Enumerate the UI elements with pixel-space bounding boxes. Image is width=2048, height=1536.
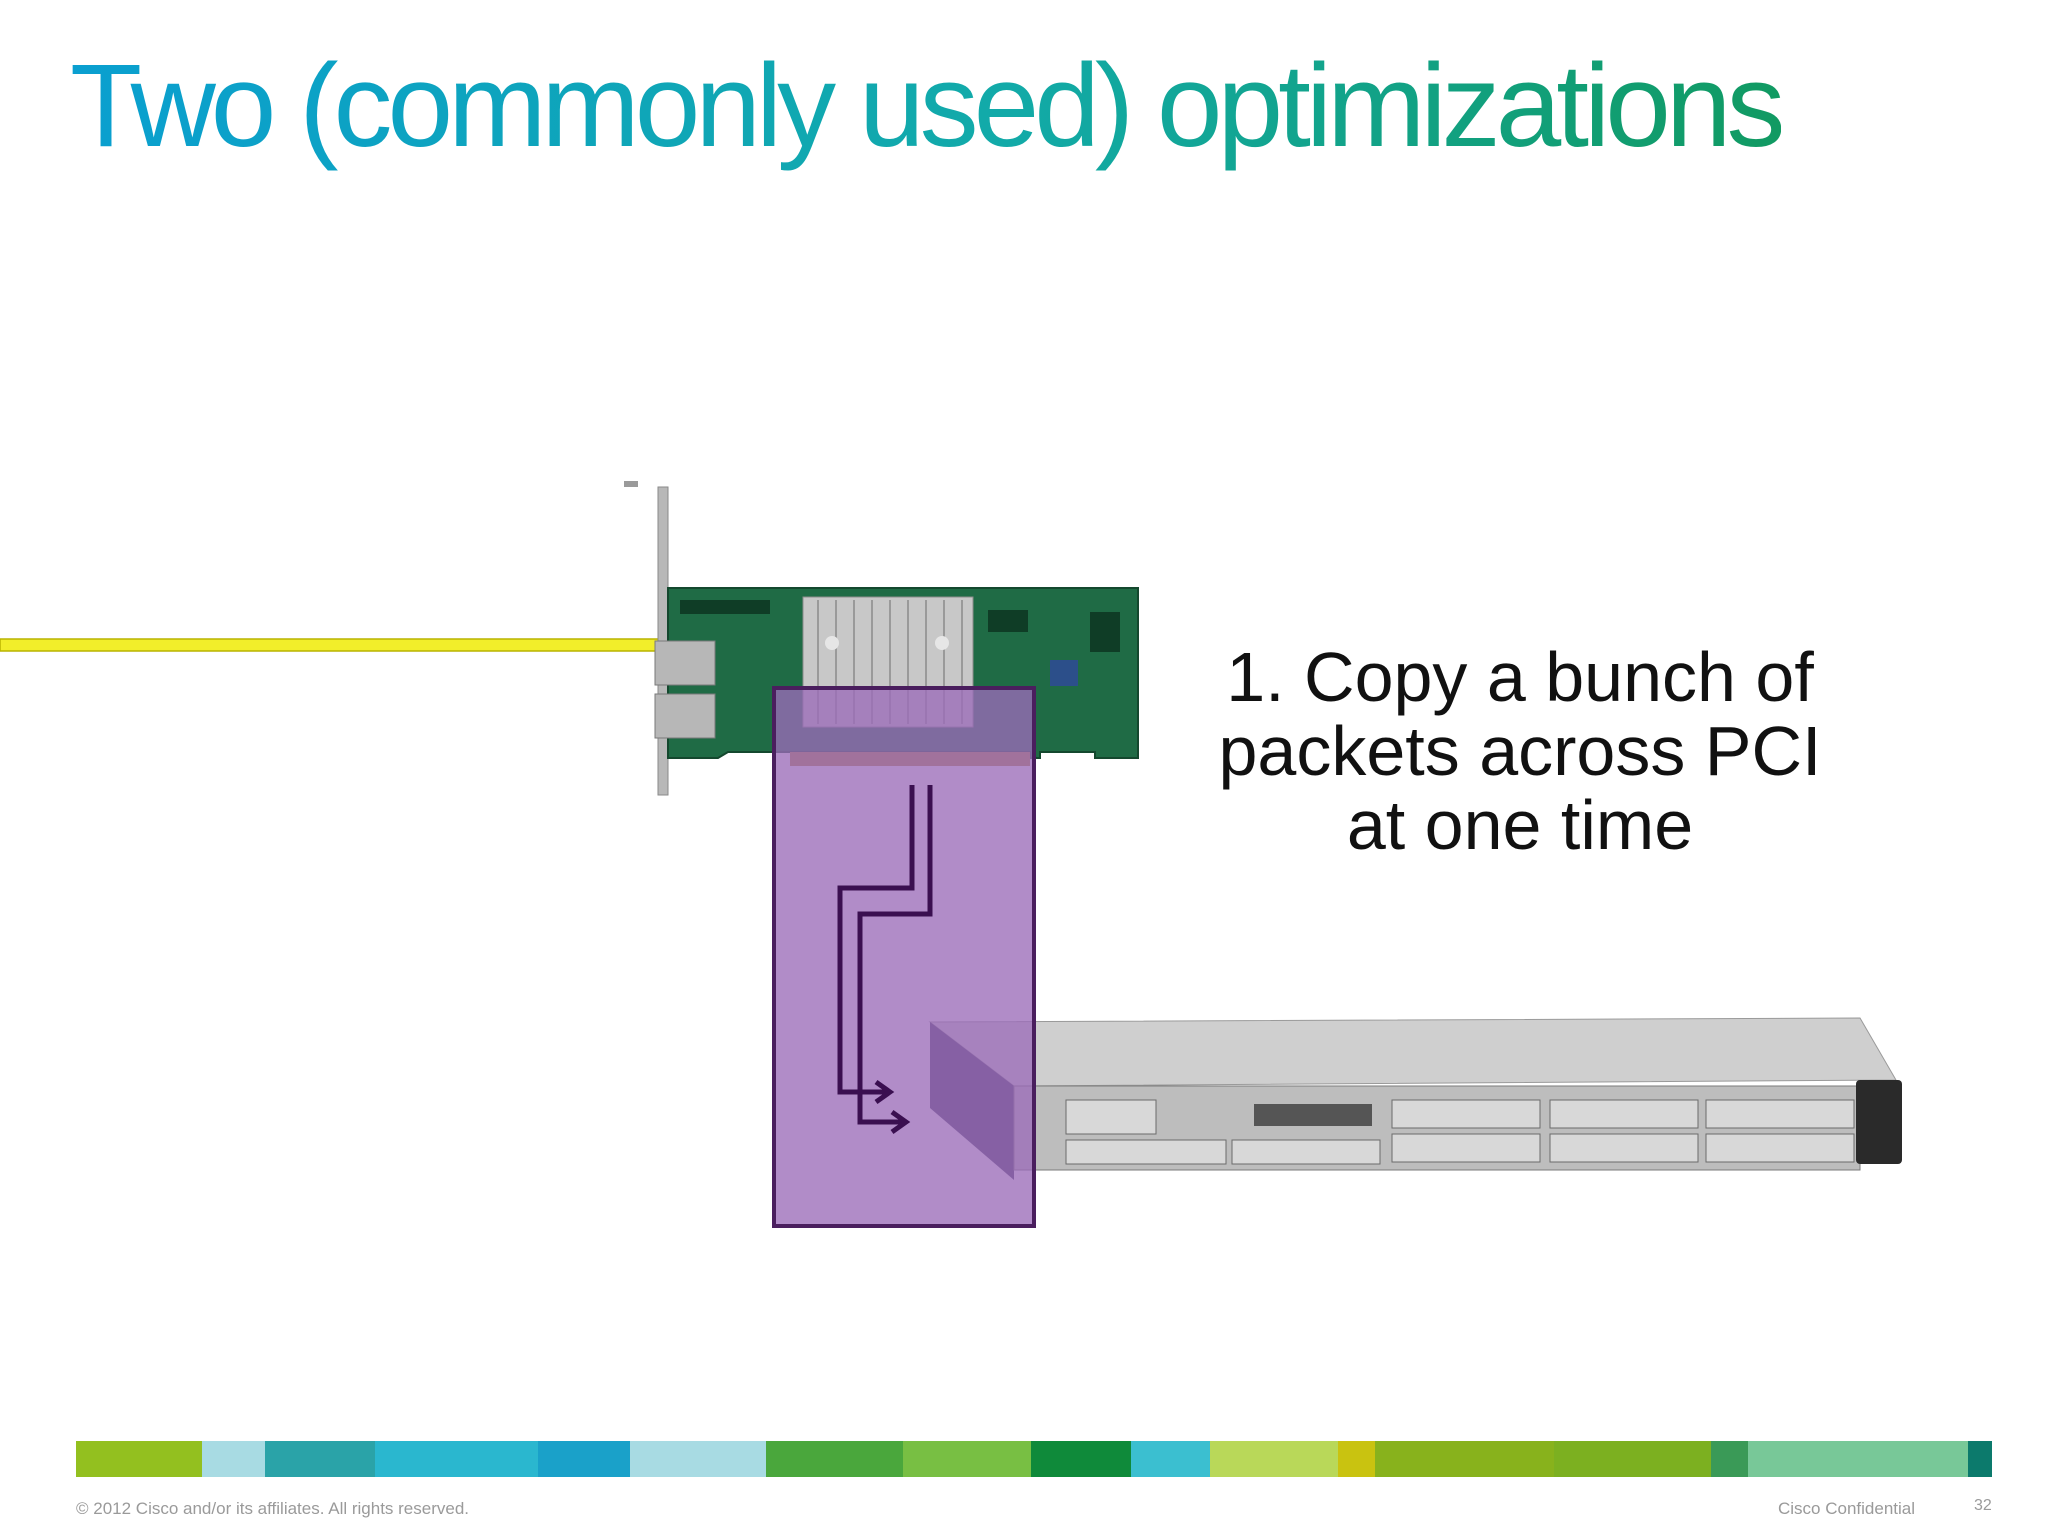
pci-transfer-arrows xyxy=(837,785,933,1135)
band-segment xyxy=(1968,1441,1993,1477)
band-segment xyxy=(537,1441,630,1477)
callout-text: 1. Copy a bunch of packets across PCI at… xyxy=(1200,640,1840,862)
band-segment xyxy=(629,1441,767,1477)
band-segment xyxy=(1553,1441,1712,1477)
confidential-label: Cisco Confidential xyxy=(1778,1499,1916,1518)
band-segment xyxy=(1747,1441,1969,1477)
band-segment xyxy=(1131,1441,1210,1477)
pci-highlight xyxy=(772,686,1036,1228)
callout-line-3: at one time xyxy=(1346,786,1694,864)
color-band xyxy=(76,1441,1993,1477)
copyright-text: © 2012 Cisco and/or its affiliates. All … xyxy=(76,1499,470,1518)
band-segment xyxy=(1338,1441,1376,1477)
band-segment xyxy=(375,1441,538,1477)
page-number: 32 xyxy=(1974,1497,1992,1514)
band-segment xyxy=(1711,1441,1748,1477)
band-segment xyxy=(1375,1441,1554,1477)
band-segment xyxy=(902,1441,1032,1477)
rack-server xyxy=(928,1017,1902,1180)
band-segment xyxy=(264,1441,376,1477)
page-title: Two (commonly used) optimizations xyxy=(70,40,1786,172)
band-segment xyxy=(76,1441,202,1477)
band-segment xyxy=(1031,1441,1132,1477)
nic-bracket xyxy=(624,481,669,796)
band-segment xyxy=(1209,1441,1339,1477)
fiber-cable xyxy=(0,638,661,652)
band-segment xyxy=(766,1441,903,1477)
band-segment xyxy=(201,1441,265,1477)
callout-line-1: 1. Copy a bunch of xyxy=(1226,638,1814,716)
callout-line-2: packets across PCI xyxy=(1218,712,1822,790)
